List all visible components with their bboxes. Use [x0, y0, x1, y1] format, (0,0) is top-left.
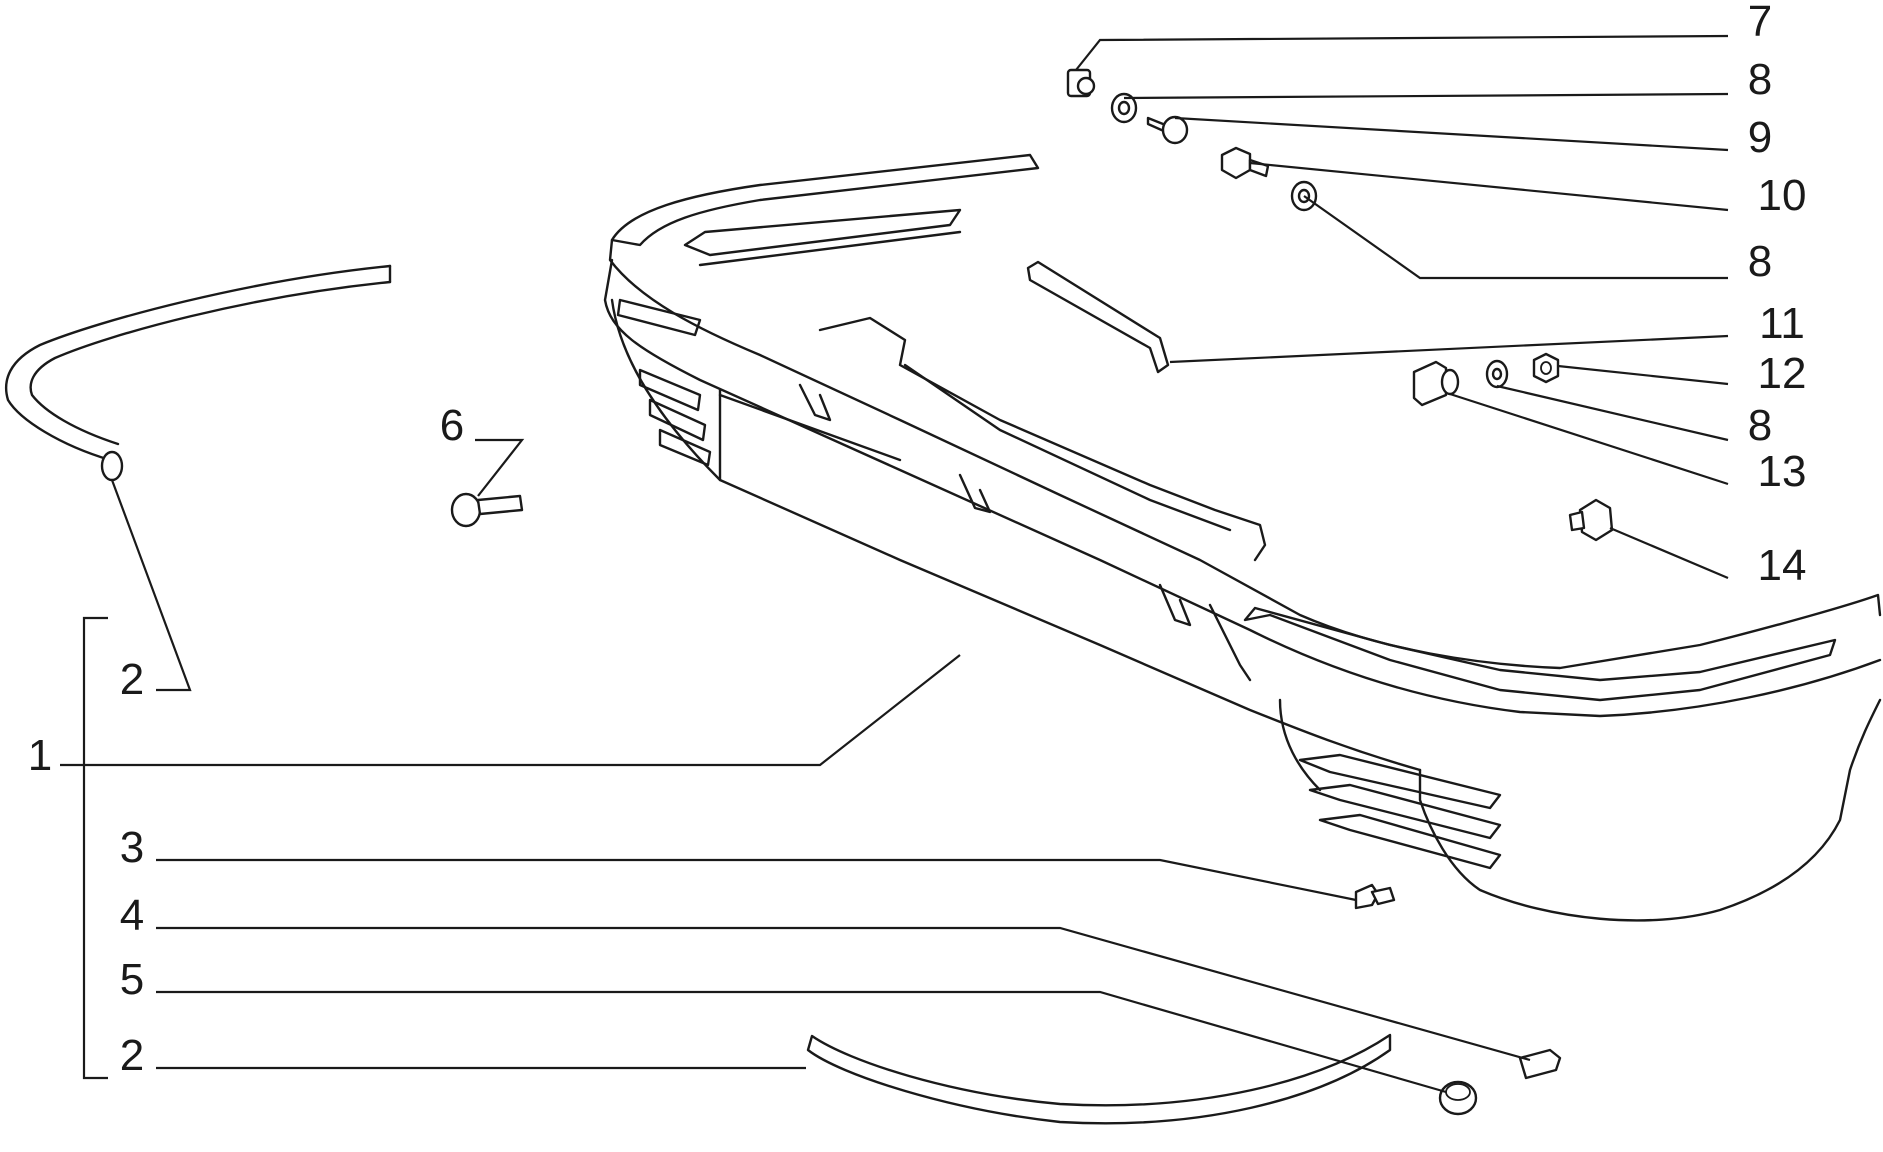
callout-10: 10 [1758, 171, 1807, 220]
callout-3: 3 [120, 823, 144, 872]
clip-13 [1412, 360, 1460, 407]
clip-4 [1518, 1048, 1562, 1080]
trim-strip-2-upper [4, 264, 392, 482]
callout-1: 1 [28, 731, 52, 780]
callout-2-upper: 2 [120, 655, 144, 704]
washer-8-upper [1110, 92, 1138, 124]
callout-11: 11 [1759, 299, 1805, 348]
washer-8-lower [1485, 359, 1509, 389]
support-bracket-11 [1026, 260, 1170, 374]
callout-5: 5 [120, 955, 144, 1004]
push-clip-14 [1568, 498, 1614, 542]
leader-lines [60, 34, 1729, 1094]
screw-6 [450, 492, 524, 528]
rear-bumper-body [603, 153, 1882, 922]
callout-8-upper: 8 [1748, 55, 1772, 104]
nut-12 [1532, 352, 1560, 384]
callout-8-middle: 8 [1748, 237, 1772, 286]
callout-2-lower: 2 [120, 1031, 144, 1080]
callout-13: 13 [1758, 447, 1807, 496]
clip-3 [1354, 883, 1396, 910]
callout-12: 12 [1758, 349, 1807, 398]
plug-5 [1438, 1080, 1478, 1116]
cage-nut-7 [1066, 68, 1096, 98]
callout-9: 9 [1748, 113, 1772, 162]
callout-14: 14 [1758, 541, 1807, 590]
callout-6: 6 [440, 401, 464, 450]
trim-strip-2-lower [806, 1033, 1392, 1125]
callout-8-lower: 8 [1748, 401, 1772, 450]
callout-4: 4 [120, 891, 144, 940]
screw-9 [1146, 115, 1189, 145]
callout-labels: 7 8 9 10 8 11 12 8 13 14 6 2 1 3 4 5 2 [28, 0, 1807, 1080]
callout-7: 7 [1748, 0, 1772, 46]
